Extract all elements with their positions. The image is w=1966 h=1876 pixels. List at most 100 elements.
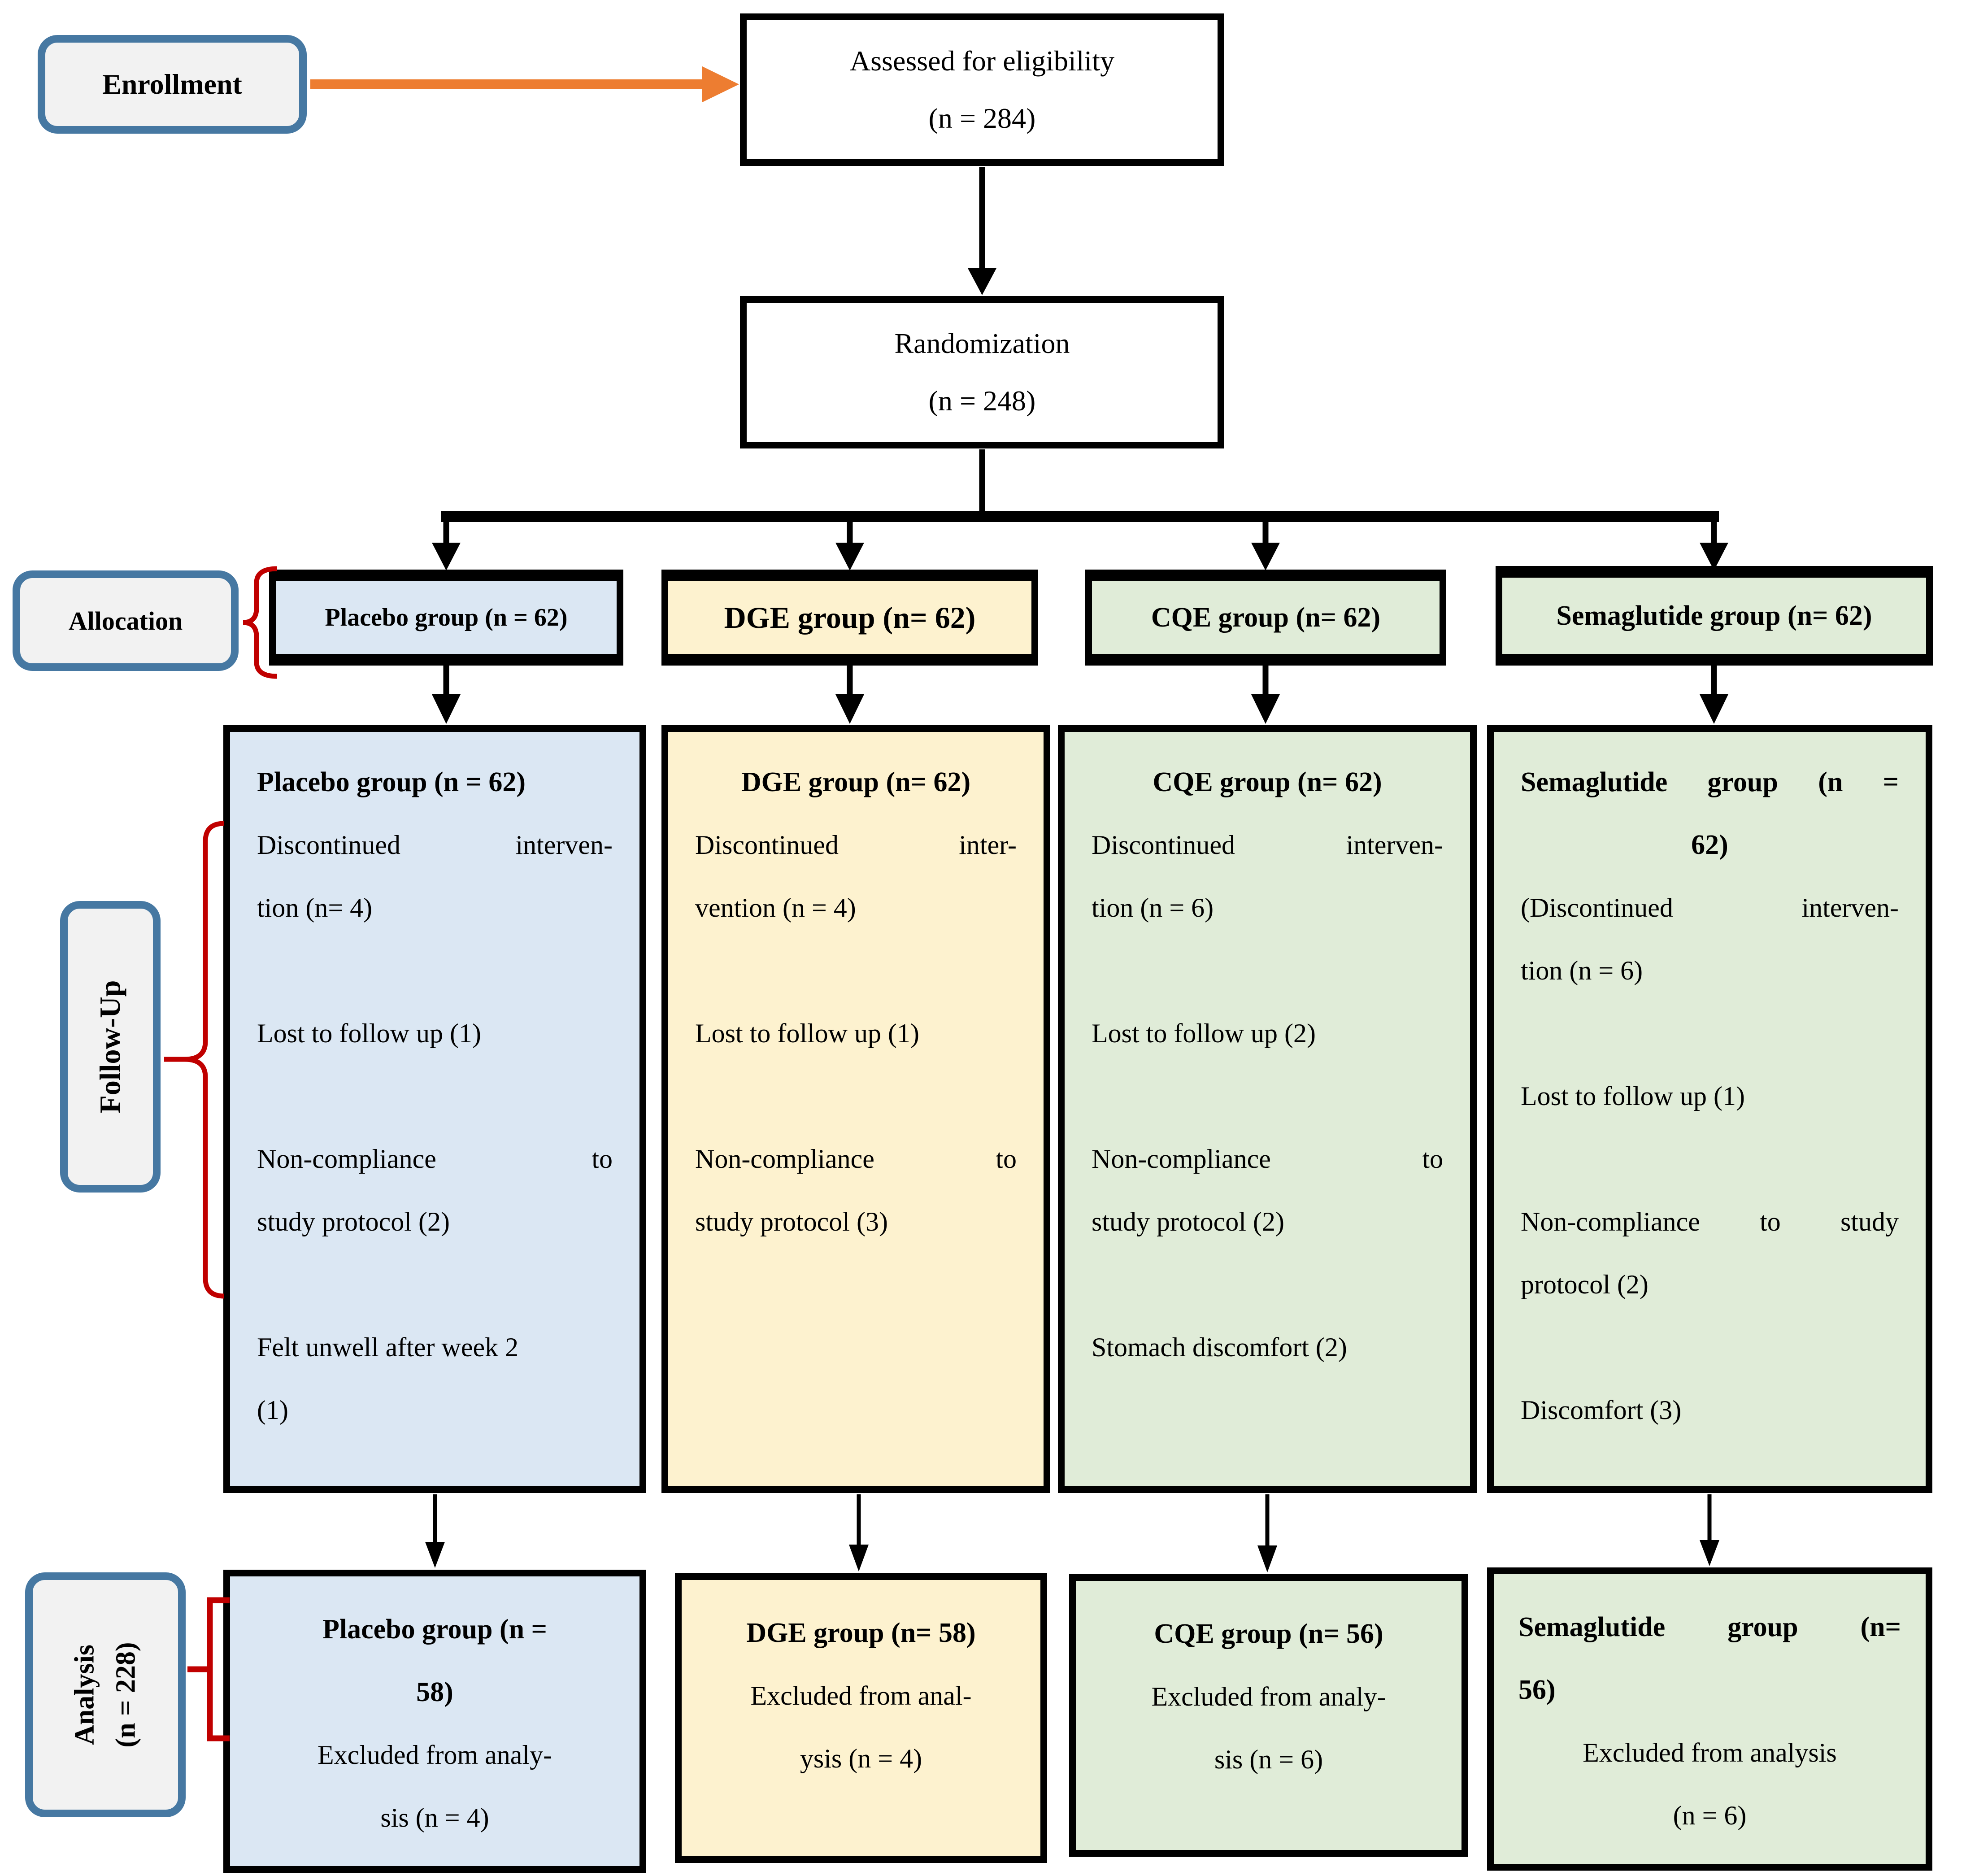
text-word: to bbox=[1760, 1207, 1781, 1236]
followup-label: Follow-Up bbox=[94, 980, 126, 1114]
text-line: Discontinued inter- bbox=[695, 814, 1017, 876]
randomization-box: Randomization (n = 248) bbox=[740, 296, 1224, 448]
line-gap bbox=[1092, 939, 1443, 1002]
text-word: Discontinued bbox=[1092, 830, 1235, 860]
eligibility-line1: Assessed for eligibility bbox=[849, 45, 1115, 77]
text-line: CQE group (n= 62) bbox=[1153, 767, 1382, 797]
followup-brace bbox=[184, 821, 225, 1299]
eligibility-to-randomization-head bbox=[968, 268, 996, 295]
alloc-to-followup-head-dge bbox=[835, 694, 864, 724]
text-word: to bbox=[592, 1144, 613, 1174]
text-line: Non-compliance to study bbox=[1521, 1190, 1899, 1253]
text-line: DGE group (n= 62) bbox=[741, 767, 971, 797]
text-word: interven- bbox=[515, 830, 613, 860]
followup-to-analysis-head-dge bbox=[849, 1545, 869, 1571]
text-line: Felt unwell after week 2 bbox=[257, 1332, 519, 1362]
text-line: Excluded from analysis bbox=[1583, 1738, 1837, 1767]
text-line: Placebo group (n = 62) bbox=[257, 767, 526, 797]
allocation-box-semaglutide: Semaglutide group (n= 62) bbox=[1496, 566, 1933, 666]
split-head-cqe bbox=[1251, 543, 1280, 570]
text-line: tion (n = 6) bbox=[1521, 956, 1643, 985]
text-word: Non-compliance bbox=[1521, 1207, 1700, 1236]
analysis-box-dge: DGE group (n= 58)Excluded from anal-ysis… bbox=[675, 1573, 1047, 1863]
text-line: study protocol (3) bbox=[695, 1207, 888, 1236]
text-word: to bbox=[996, 1144, 1017, 1174]
text-word: group bbox=[1707, 767, 1778, 797]
analysis-label: Analysis (n = 228) bbox=[64, 1642, 147, 1747]
text-line: 56) bbox=[1518, 1675, 1556, 1705]
text-word: study bbox=[1840, 1207, 1899, 1236]
text-line: tion (n = 6) bbox=[1092, 893, 1214, 923]
text-word: interven- bbox=[1801, 893, 1899, 923]
text-line: Stomach discomfort (2) bbox=[1092, 1332, 1347, 1362]
line-gap bbox=[257, 939, 613, 1002]
text-word: inter- bbox=[959, 830, 1017, 860]
randomization-line2: (n = 248) bbox=[928, 385, 1036, 417]
randomization-line1: Randomization bbox=[894, 327, 1070, 359]
text-line: (n = 6) bbox=[1673, 1801, 1747, 1830]
text-line: Excluded from analy- bbox=[317, 1740, 552, 1770]
analysis-box-cqe: CQE group (n= 56) Excluded from analy-sis… bbox=[1069, 1574, 1468, 1857]
analysis-label-line2: (n = 228) bbox=[110, 1642, 141, 1748]
stage-label-followup: Follow-Up bbox=[60, 901, 161, 1193]
text-line: ysis (n = 4) bbox=[800, 1744, 922, 1773]
text-line: vention (n = 4) bbox=[695, 893, 856, 923]
text-word: Discontinued bbox=[695, 830, 839, 860]
line-gap bbox=[1521, 1002, 1899, 1065]
text-line: Excluded from anal- bbox=[750, 1681, 972, 1711]
text-line: 62) bbox=[1691, 830, 1728, 860]
enrollment-arrow-head bbox=[702, 66, 739, 102]
text-line: Placebo group (n = bbox=[322, 1614, 547, 1645]
line-gap bbox=[257, 1065, 613, 1127]
text-word: group bbox=[1727, 1612, 1798, 1642]
text-line: tion (n= 4) bbox=[257, 893, 373, 923]
text-line: sis (n = 6) bbox=[1214, 1745, 1323, 1774]
text-word: (n= bbox=[1860, 1612, 1901, 1642]
text-word: = bbox=[1883, 767, 1899, 797]
stage-label-analysis: Analysis (n = 228) bbox=[25, 1572, 186, 1817]
text-line: Discomfort (3) bbox=[1521, 1395, 1682, 1425]
followup-box-placebo: Placebo group (n = 62) Discontinued interv… bbox=[223, 725, 646, 1493]
followup-to-analysis-head-cqe bbox=[1257, 1545, 1277, 1572]
text-line: (1) bbox=[257, 1395, 288, 1425]
text-word: Non-compliance bbox=[695, 1144, 874, 1174]
text-word: Discontinued bbox=[257, 830, 400, 860]
text-word: to bbox=[1422, 1144, 1443, 1174]
eligibility-line2: (n = 284) bbox=[928, 102, 1036, 134]
stage-label-allocation: Allocation bbox=[13, 570, 239, 671]
line-gap bbox=[1092, 1253, 1443, 1316]
text-word: Semaglutide bbox=[1521, 767, 1668, 797]
allocation-label: Allocation bbox=[68, 606, 183, 635]
text-line: Excluded from analy- bbox=[1151, 1682, 1386, 1711]
split-head-dge bbox=[835, 543, 864, 570]
text-line: sis (n = 4) bbox=[380, 1803, 489, 1832]
line-gap bbox=[1521, 1316, 1899, 1379]
alloc-to-followup-head-cqe bbox=[1251, 694, 1280, 724]
alloc-to-followup-head-placebo bbox=[432, 694, 461, 724]
line-gap bbox=[1092, 1065, 1443, 1127]
analysis-label-line1: Analysis bbox=[69, 1645, 100, 1745]
text-line: 58) bbox=[416, 1677, 453, 1707]
text-line: CQE group (n= 56) bbox=[1154, 1619, 1383, 1649]
allocation-box-placebo: Placebo group (n = 62) bbox=[269, 570, 623, 666]
line-gap bbox=[1521, 1127, 1899, 1190]
text-line: Lost to follow up (1) bbox=[257, 1019, 481, 1048]
eligibility-box: Assessed for eligibility (n = 284) bbox=[740, 13, 1224, 166]
text-line: Lost to follow up (1) bbox=[1521, 1081, 1745, 1111]
allocation-box-dge: DGE group (n= 62) bbox=[661, 570, 1038, 666]
line-gap bbox=[695, 1065, 1017, 1127]
allocation-box-cqe: CQE group (n= 62) bbox=[1085, 570, 1446, 666]
text-line: Discontinued interven- bbox=[257, 814, 613, 876]
text-line: study protocol (2) bbox=[1092, 1207, 1284, 1236]
line-gap bbox=[257, 1253, 613, 1316]
analysis-box-placebo: Placebo group (n = 58) Excluded from analy… bbox=[223, 1570, 646, 1873]
text-word: Non-compliance bbox=[1092, 1144, 1271, 1174]
